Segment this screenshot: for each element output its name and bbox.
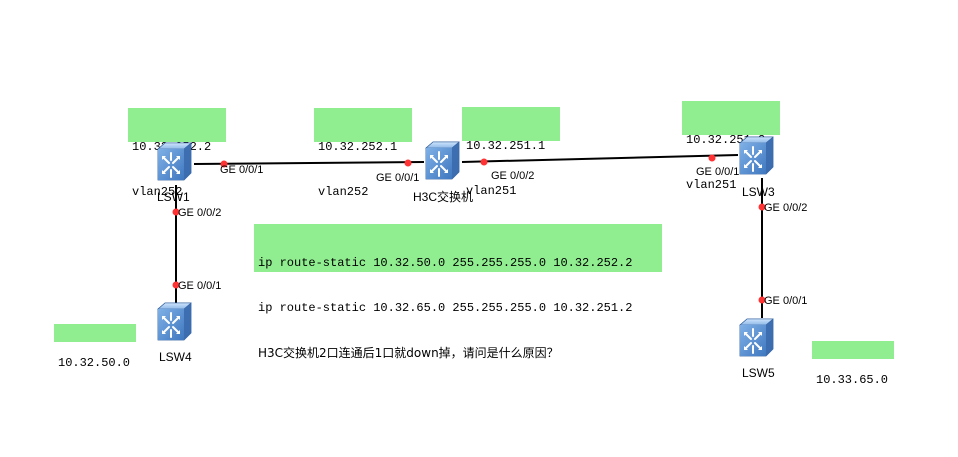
note-lsw4-network: 10.32.50.0 <box>54 324 136 370</box>
switch-icon-lsw3[interactable] <box>738 136 774 176</box>
question-text: H3C交换机2口连通后1口就down掉，请问是什么原因？ <box>258 346 559 360</box>
route-static-line-2: ip route-static 10.32.65.0 255.255.255.0… <box>258 301 633 315</box>
device-label-lsw4: LSW4 <box>159 350 192 364</box>
device-label-lsw3: LSW3 <box>742 185 775 199</box>
vlan-text: vlan252 <box>318 185 369 199</box>
config-note: ip route-static 10.32.50.0 255.255.255.0… <box>254 224 662 360</box>
port-label-h3c-ge002: GE 0/0/2 <box>491 170 535 182</box>
switch-icon-lsw5[interactable] <box>738 318 774 358</box>
port-label-lsw1-ge002: GE 0/0/2 <box>178 207 222 219</box>
port-label-lsw4-ge001: GE 0/0/1 <box>178 280 222 292</box>
port-dot <box>404 159 412 167</box>
port-dot <box>758 203 766 211</box>
port-dot <box>172 281 180 289</box>
ip-text: 10.32.251.1 <box>466 139 546 153</box>
device-label-h3c: H3C交换机 <box>413 190 474 204</box>
ip-text: 10.32.252.1 <box>318 140 398 154</box>
port-label-lsw1-ge001: GE 0/0/1 <box>220 164 264 176</box>
switch-icon-lsw4[interactable] <box>156 302 192 342</box>
port-label-lsw5-ge001: GE 0/0/1 <box>764 295 808 307</box>
switch-icon-h3c[interactable] <box>424 141 460 181</box>
port-dot <box>758 296 766 304</box>
vlan-text: vlan252 <box>132 185 183 199</box>
vlan-text: vlan251 <box>686 178 737 192</box>
device-label-lsw1: LSW1 <box>157 190 190 204</box>
vlan-text: vlan251 <box>466 184 517 198</box>
port-label-lsw3-ge002: GE 0/0/2 <box>764 202 808 214</box>
link-h3c-lsw3 <box>461 154 739 163</box>
note-lsw1-address: 10.32.252.2 vlan252 <box>128 108 226 199</box>
port-dot <box>480 158 488 166</box>
switch-icon-lsw1[interactable] <box>156 142 192 182</box>
network-text: 10.32.50.0 <box>58 356 131 370</box>
device-label-lsw5: LSW5 <box>742 366 775 380</box>
port-label-h3c-ge001: GE 0/0/1 <box>376 172 420 184</box>
note-h3c-left-address: 10.32.252.1 vlan252 <box>314 108 412 199</box>
note-h3c-right-address: 10.32.251.1 vlan251 <box>462 107 560 198</box>
network-text: 10.33.65.0 <box>816 373 889 387</box>
port-dot <box>708 154 716 162</box>
note-lsw3-address: 10.32.251.2 vlan251 <box>682 101 780 192</box>
link-lsw1-h3c <box>193 161 425 165</box>
port-label-lsw3-ge001: GE 0/0/1 <box>696 166 740 178</box>
port-dot <box>172 208 180 216</box>
port-dot <box>220 160 228 168</box>
route-static-line-1: ip route-static 10.32.50.0 255.255.255.0… <box>258 256 633 270</box>
note-lsw5-network: 10.33.65.0 <box>812 341 894 387</box>
